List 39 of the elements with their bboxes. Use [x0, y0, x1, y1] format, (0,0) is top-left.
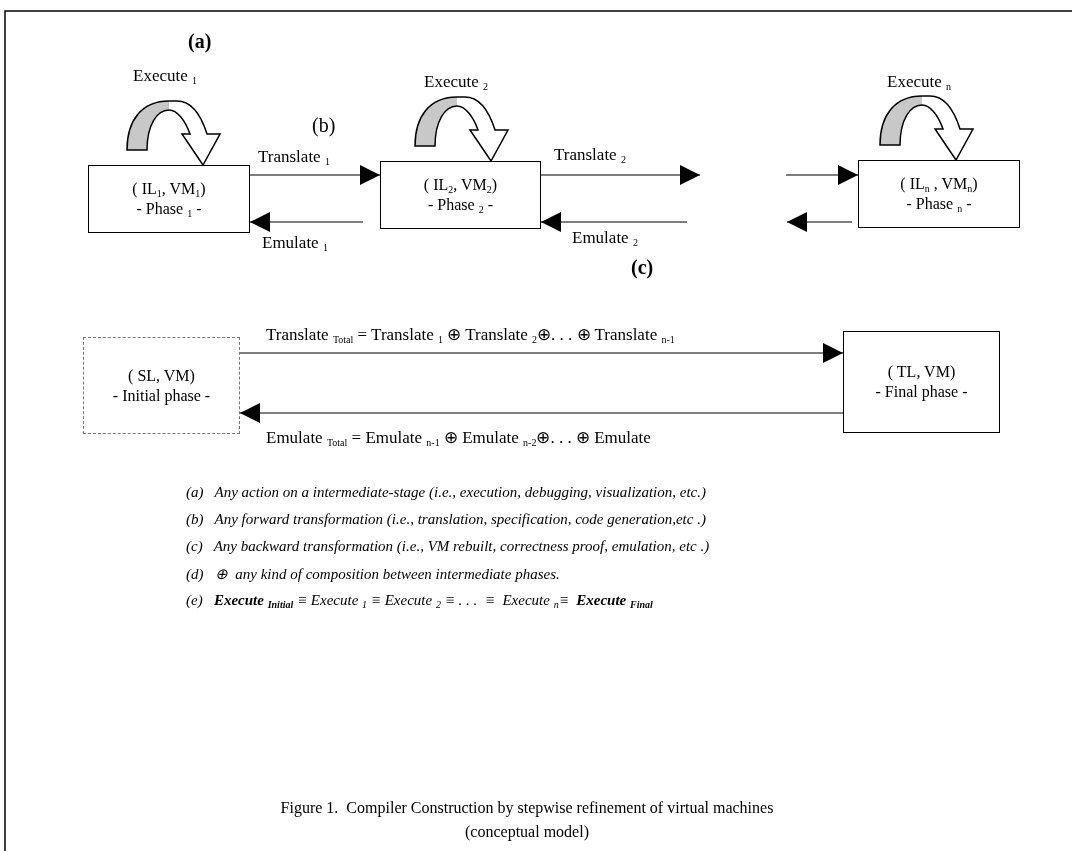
arrow — [540, 212, 688, 232]
edge-label: Translate $_{2}$ — [552, 145, 628, 165]
arrow — [786, 212, 853, 232]
machine-pair-label: ( IL$_{1}$, VM$_{1}$) — [132, 179, 206, 199]
note-text: (d) ⊕ any kind of composition between intermediate phases. — [186, 565, 560, 583]
phase-box — [83, 337, 240, 434]
phase-label: - Final phase - — [875, 382, 968, 402]
callout-label: (c) — [631, 256, 654, 279]
phase-box — [858, 160, 1020, 228]
note-text: (b) Any forward transformation (i.e., translation, specification, code generation,etc .) — [186, 511, 706, 528]
callout-label: (a) — [188, 30, 212, 53]
edge-label: Emulate $_{1}$ — [260, 233, 330, 253]
arrow — [249, 165, 381, 185]
arrow — [249, 212, 364, 232]
machine-pair-label: ( IL$_{2}$, VM$_{2}$) — [423, 175, 498, 195]
curved-block-arrow — [879, 95, 974, 161]
arrow — [239, 403, 844, 423]
note-text: (a) Any action on a intermediate-stage (i.e., execution, debugging, visualization, etc.) — [186, 484, 706, 501]
note-text: (e) Execute $_{Initial}$ ≡ Execute $_{1}$ ≡ Execute $_{2}$ ≡ . . . ≡ Execute $_{n}$≡ Execute $_{Final}$ — [186, 592, 653, 609]
phase-label: - Initial phase - — [112, 385, 211, 406]
phase-label: - Phase $_{2}$ - — [428, 195, 493, 215]
machine-pair-label: ( TL, VM) — [887, 362, 956, 382]
curved-block-arrow — [414, 96, 509, 162]
machine-pair-label: ( SL, VM) — [128, 365, 195, 386]
machine-pair-label: ( IL$_{n}$ , VM$_{n}$) — [900, 174, 978, 194]
note-text: (c) Any backward transformation (i.e., VM rebuilt, correctness proof, emulation, etc .) — [186, 538, 710, 555]
phase-box — [88, 165, 250, 233]
curved-block-arrow — [126, 100, 221, 166]
phase-label: - Phase $_{1}$ - — [136, 199, 202, 219]
phase-label: - Phase $_{n}$ - — [906, 194, 972, 214]
phase-box — [380, 161, 541, 229]
arrow — [540, 165, 701, 185]
edge-label: Emulate $_{2}$ — [570, 228, 640, 248]
phase-box — [843, 331, 1000, 433]
edge-label: Translate $_{1}$ — [256, 147, 332, 167]
arrow — [239, 343, 844, 363]
figure-caption: Figure 1. Compiler Construction by stepwise refinement of virtual machines (conceptual model) — [279, 798, 775, 843]
callout-label: (b) — [312, 114, 336, 137]
arrow — [785, 165, 859, 185]
